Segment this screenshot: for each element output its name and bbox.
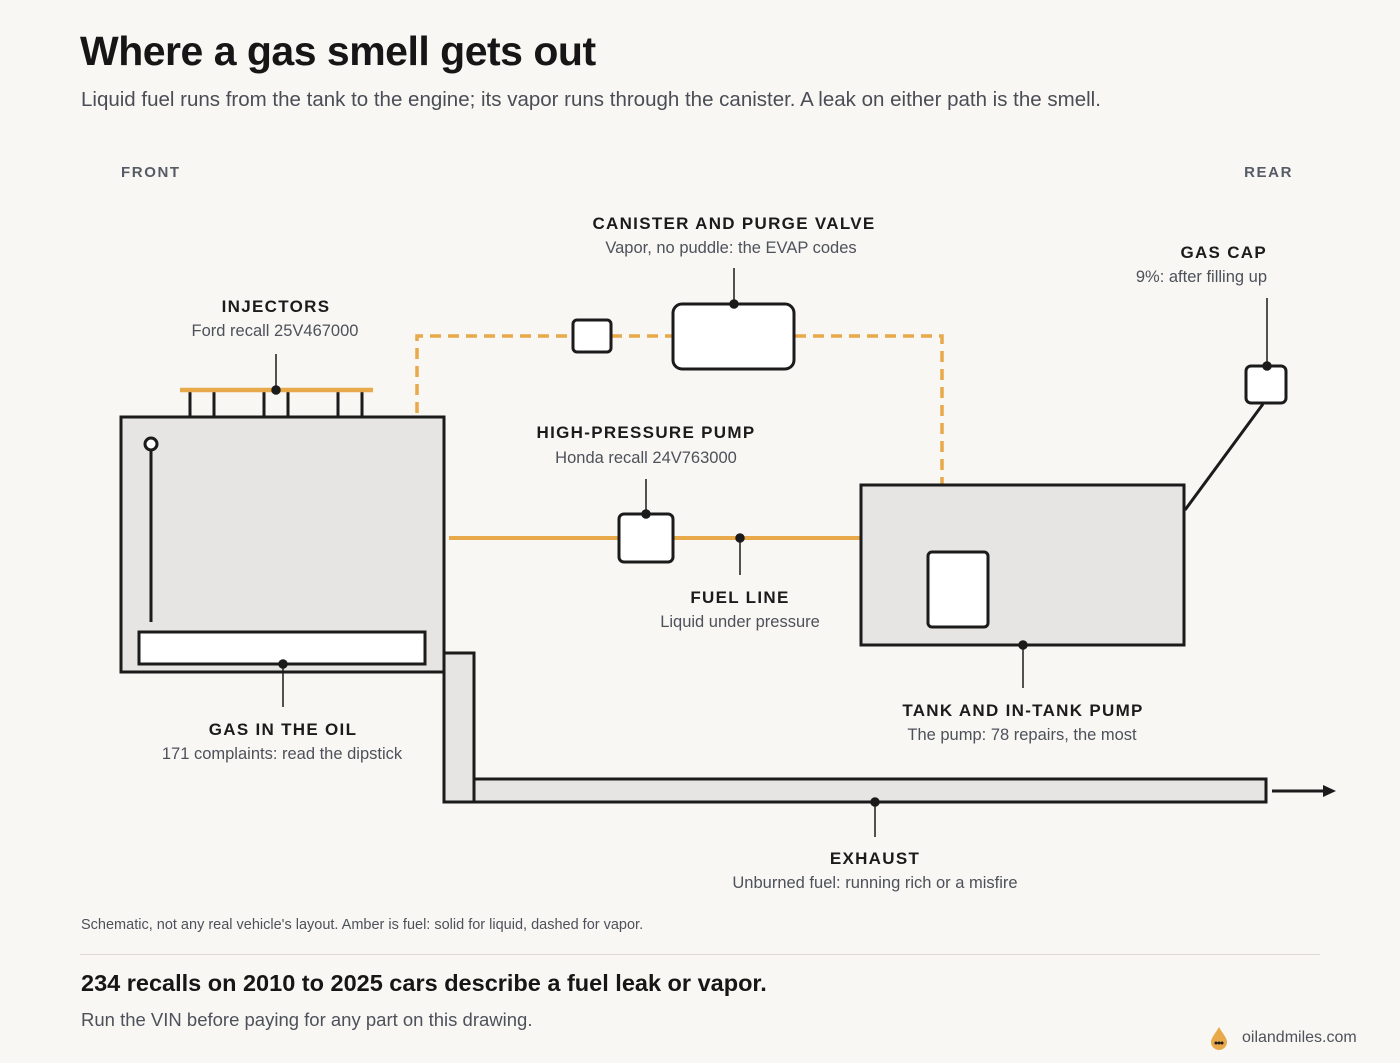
- canister-desc: Vapor, no puddle: the EVAP codes: [605, 239, 856, 257]
- gas-cap-desc: 9%: after filling up: [1136, 268, 1267, 286]
- exhaust-pipe: [442, 651, 1336, 804]
- oil-drop-icon: [1211, 1027, 1227, 1050]
- leader-lines: [271, 268, 1272, 837]
- hp-pump-desc: Honda recall 24V763000: [555, 449, 737, 467]
- divider: [80, 954, 1320, 955]
- fuel-tank: [859, 483, 1186, 647]
- page-title: Where a gas smell gets out: [80, 28, 596, 74]
- tank-name: TANK AND IN-TANK PUMP: [902, 701, 1143, 720]
- vapor-line: [415, 334, 944, 486]
- in-tank-pump: [926, 550, 990, 629]
- filler-neck: [1183, 403, 1265, 511]
- tank-desc: The pump: 78 repairs, the most: [907, 726, 1137, 744]
- diagram-note: Schematic, not any real vehicle's layout…: [81, 917, 644, 933]
- canister: [671, 302, 796, 371]
- fuel-line-name: FUEL LINE: [690, 588, 789, 607]
- injectors-name: INJECTORS: [222, 297, 331, 316]
- page-subtitle: Liquid fuel runs from the tank to the en…: [81, 88, 1101, 111]
- canister-name: CANISTER AND PURGE VALVE: [592, 214, 875, 233]
- brand: oilandmiles.com: [1208, 1026, 1357, 1050]
- exhaust-arrow-icon: [1323, 785, 1336, 797]
- exhaust-desc: Unburned fuel: running rich or a misfire: [732, 874, 1017, 892]
- hp-pump-name: HIGH-PRESSURE PUMP: [537, 423, 756, 442]
- fuel-line-desc: Liquid under pressure: [660, 613, 820, 631]
- gas-cap-name: GAS CAP: [1180, 243, 1267, 262]
- gas-cap: [1244, 364, 1288, 405]
- oil-pan: [137, 630, 427, 666]
- purge-valve: [571, 318, 613, 354]
- injectors-desc: Ford recall 25V467000: [192, 322, 359, 340]
- footnote: Run the VIN before paying for any part o…: [81, 1009, 533, 1030]
- high-pressure-pump: [617, 512, 675, 564]
- exhaust-name: EXHAUST: [830, 849, 920, 868]
- brand-name[interactable]: oilandmiles.com: [1242, 1029, 1357, 1046]
- gas-in-oil-name: GAS IN THE OIL: [209, 720, 358, 739]
- gas-in-oil-desc: 171 complaints: read the dipstick: [162, 745, 403, 763]
- front-label: FRONT: [121, 164, 181, 181]
- headline: 234 recalls on 2010 to 2025 cars describ…: [81, 970, 767, 996]
- dipstick: [143, 436, 159, 622]
- rear-label: REAR: [1244, 164, 1293, 181]
